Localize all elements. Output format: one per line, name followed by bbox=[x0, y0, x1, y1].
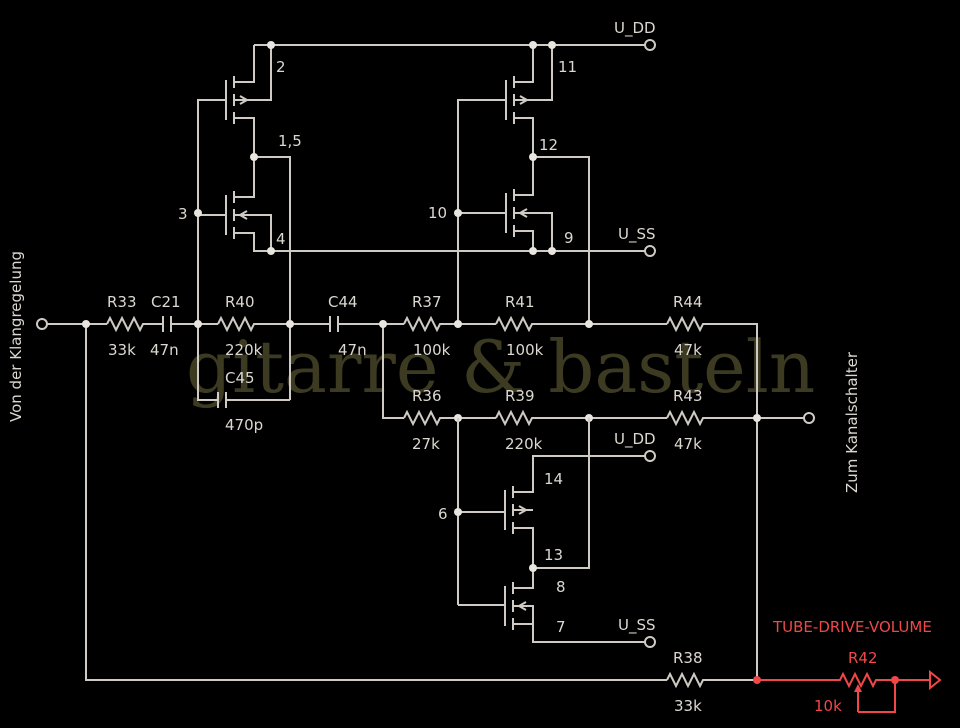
pin-label: 10 bbox=[428, 204, 447, 222]
component-name: R41 bbox=[505, 293, 535, 311]
pin-label: 8 bbox=[556, 578, 566, 596]
component-value: 27k bbox=[412, 435, 440, 453]
pin-label: 9 bbox=[564, 229, 574, 247]
mosfet-pair-right bbox=[454, 39, 656, 324]
component-name: R40 bbox=[225, 293, 255, 311]
component-value: 10k bbox=[814, 697, 842, 715]
output-label: Zum Kanalschalter bbox=[843, 351, 861, 493]
pin-label: 14 bbox=[544, 470, 563, 488]
mosfet-pair-bottom bbox=[454, 418, 656, 648]
pin-label: 11 bbox=[558, 58, 577, 76]
pin-label: 1,5 bbox=[278, 132, 302, 150]
pin-label: 3 bbox=[178, 205, 188, 223]
tube-drive-volume-pot[interactable] bbox=[753, 669, 942, 713]
highlight-label: TUBE-DRIVE-VOLUME bbox=[772, 618, 932, 636]
supply-vss-label: U_SS bbox=[618, 616, 656, 635]
component-value: 47n bbox=[150, 341, 179, 359]
pin-label: 13 bbox=[544, 546, 563, 564]
pin-label: 2 bbox=[276, 58, 286, 76]
component-name: R37 bbox=[412, 293, 442, 311]
component-name: C44 bbox=[328, 293, 358, 311]
pin-label: 4 bbox=[276, 230, 286, 248]
component-name: R43 bbox=[673, 387, 703, 405]
supply-vss-label: U_SS bbox=[618, 225, 656, 244]
component-value: 220k bbox=[505, 435, 543, 453]
component-value: 33k bbox=[108, 341, 136, 359]
supply-vdd-label: U_DD bbox=[614, 430, 656, 449]
pin-label: 6 bbox=[438, 505, 448, 523]
component-name: C45 bbox=[225, 369, 255, 387]
mosfet-pair-left bbox=[194, 41, 645, 400]
component-name: R33 bbox=[107, 293, 137, 311]
component-name: R42 bbox=[848, 649, 878, 667]
pin-label: 12 bbox=[539, 136, 558, 154]
component-name: R38 bbox=[673, 649, 703, 667]
component-name: R44 bbox=[673, 293, 703, 311]
pin-label: 7 bbox=[556, 618, 566, 636]
component-value: 47n bbox=[338, 341, 367, 359]
component-value: 33k bbox=[674, 697, 702, 715]
watermark: gitarre & basteln bbox=[186, 325, 815, 409]
component-value: 100k bbox=[413, 341, 451, 359]
signal-path bbox=[36, 315, 815, 689]
component-value: 47k bbox=[674, 435, 702, 453]
component-value: 47k bbox=[674, 341, 702, 359]
component-name: C21 bbox=[151, 293, 181, 311]
component-value: 220k bbox=[225, 341, 263, 359]
component-name: R39 bbox=[505, 387, 535, 405]
input-label: Von der Klangregelung bbox=[7, 251, 25, 422]
component-name: R36 bbox=[412, 387, 442, 405]
component-value: 100k bbox=[506, 341, 544, 359]
component-value: 470p bbox=[225, 416, 263, 434]
supply-vdd-label: U_DD bbox=[614, 19, 656, 38]
